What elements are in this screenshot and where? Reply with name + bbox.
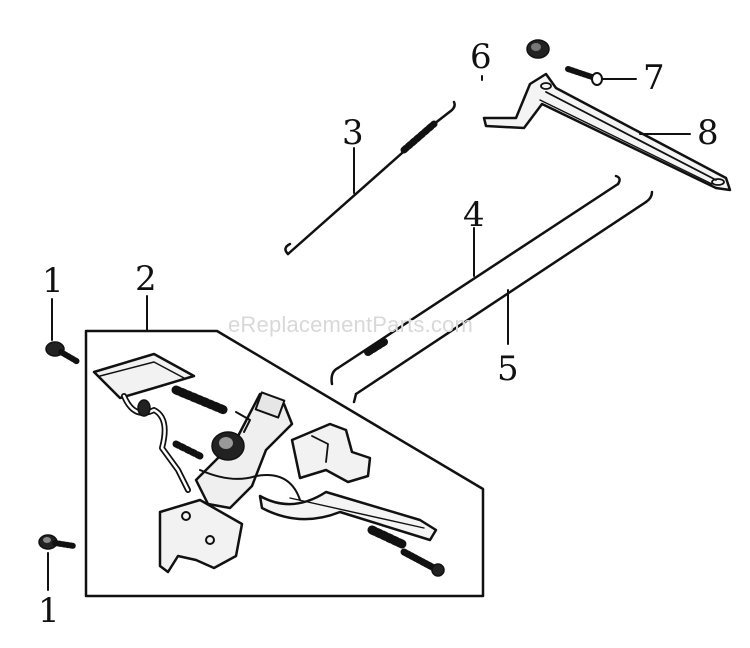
part-6-nut	[526, 39, 550, 59]
callout-8: 8	[697, 113, 719, 153]
leader-lines	[47, 75, 691, 591]
part-2-frame	[84, 329, 485, 598]
part-1-bolt-lower	[38, 534, 77, 550]
callout-1-upper: 1	[42, 261, 64, 301]
part-3-spring-rod	[284, 100, 456, 256]
callout-1-lower: 1	[38, 591, 60, 631]
callout-7: 7	[643, 58, 665, 98]
callout-5: 5	[497, 349, 519, 389]
callout-6: 6	[470, 37, 492, 77]
callout-4: 4	[463, 195, 485, 235]
part-7-screw	[565, 66, 603, 86]
part-2-governor-assembly	[92, 352, 445, 577]
part-8-lever-arm	[482, 72, 732, 192]
part-1-bolt-upper	[45, 341, 81, 365]
callout-3: 3	[342, 113, 364, 153]
part-4-rod	[330, 174, 621, 386]
part-5-rod	[352, 190, 654, 404]
watermark: eReplacementParts.com	[228, 312, 474, 337]
callout-2: 2	[135, 259, 157, 299]
